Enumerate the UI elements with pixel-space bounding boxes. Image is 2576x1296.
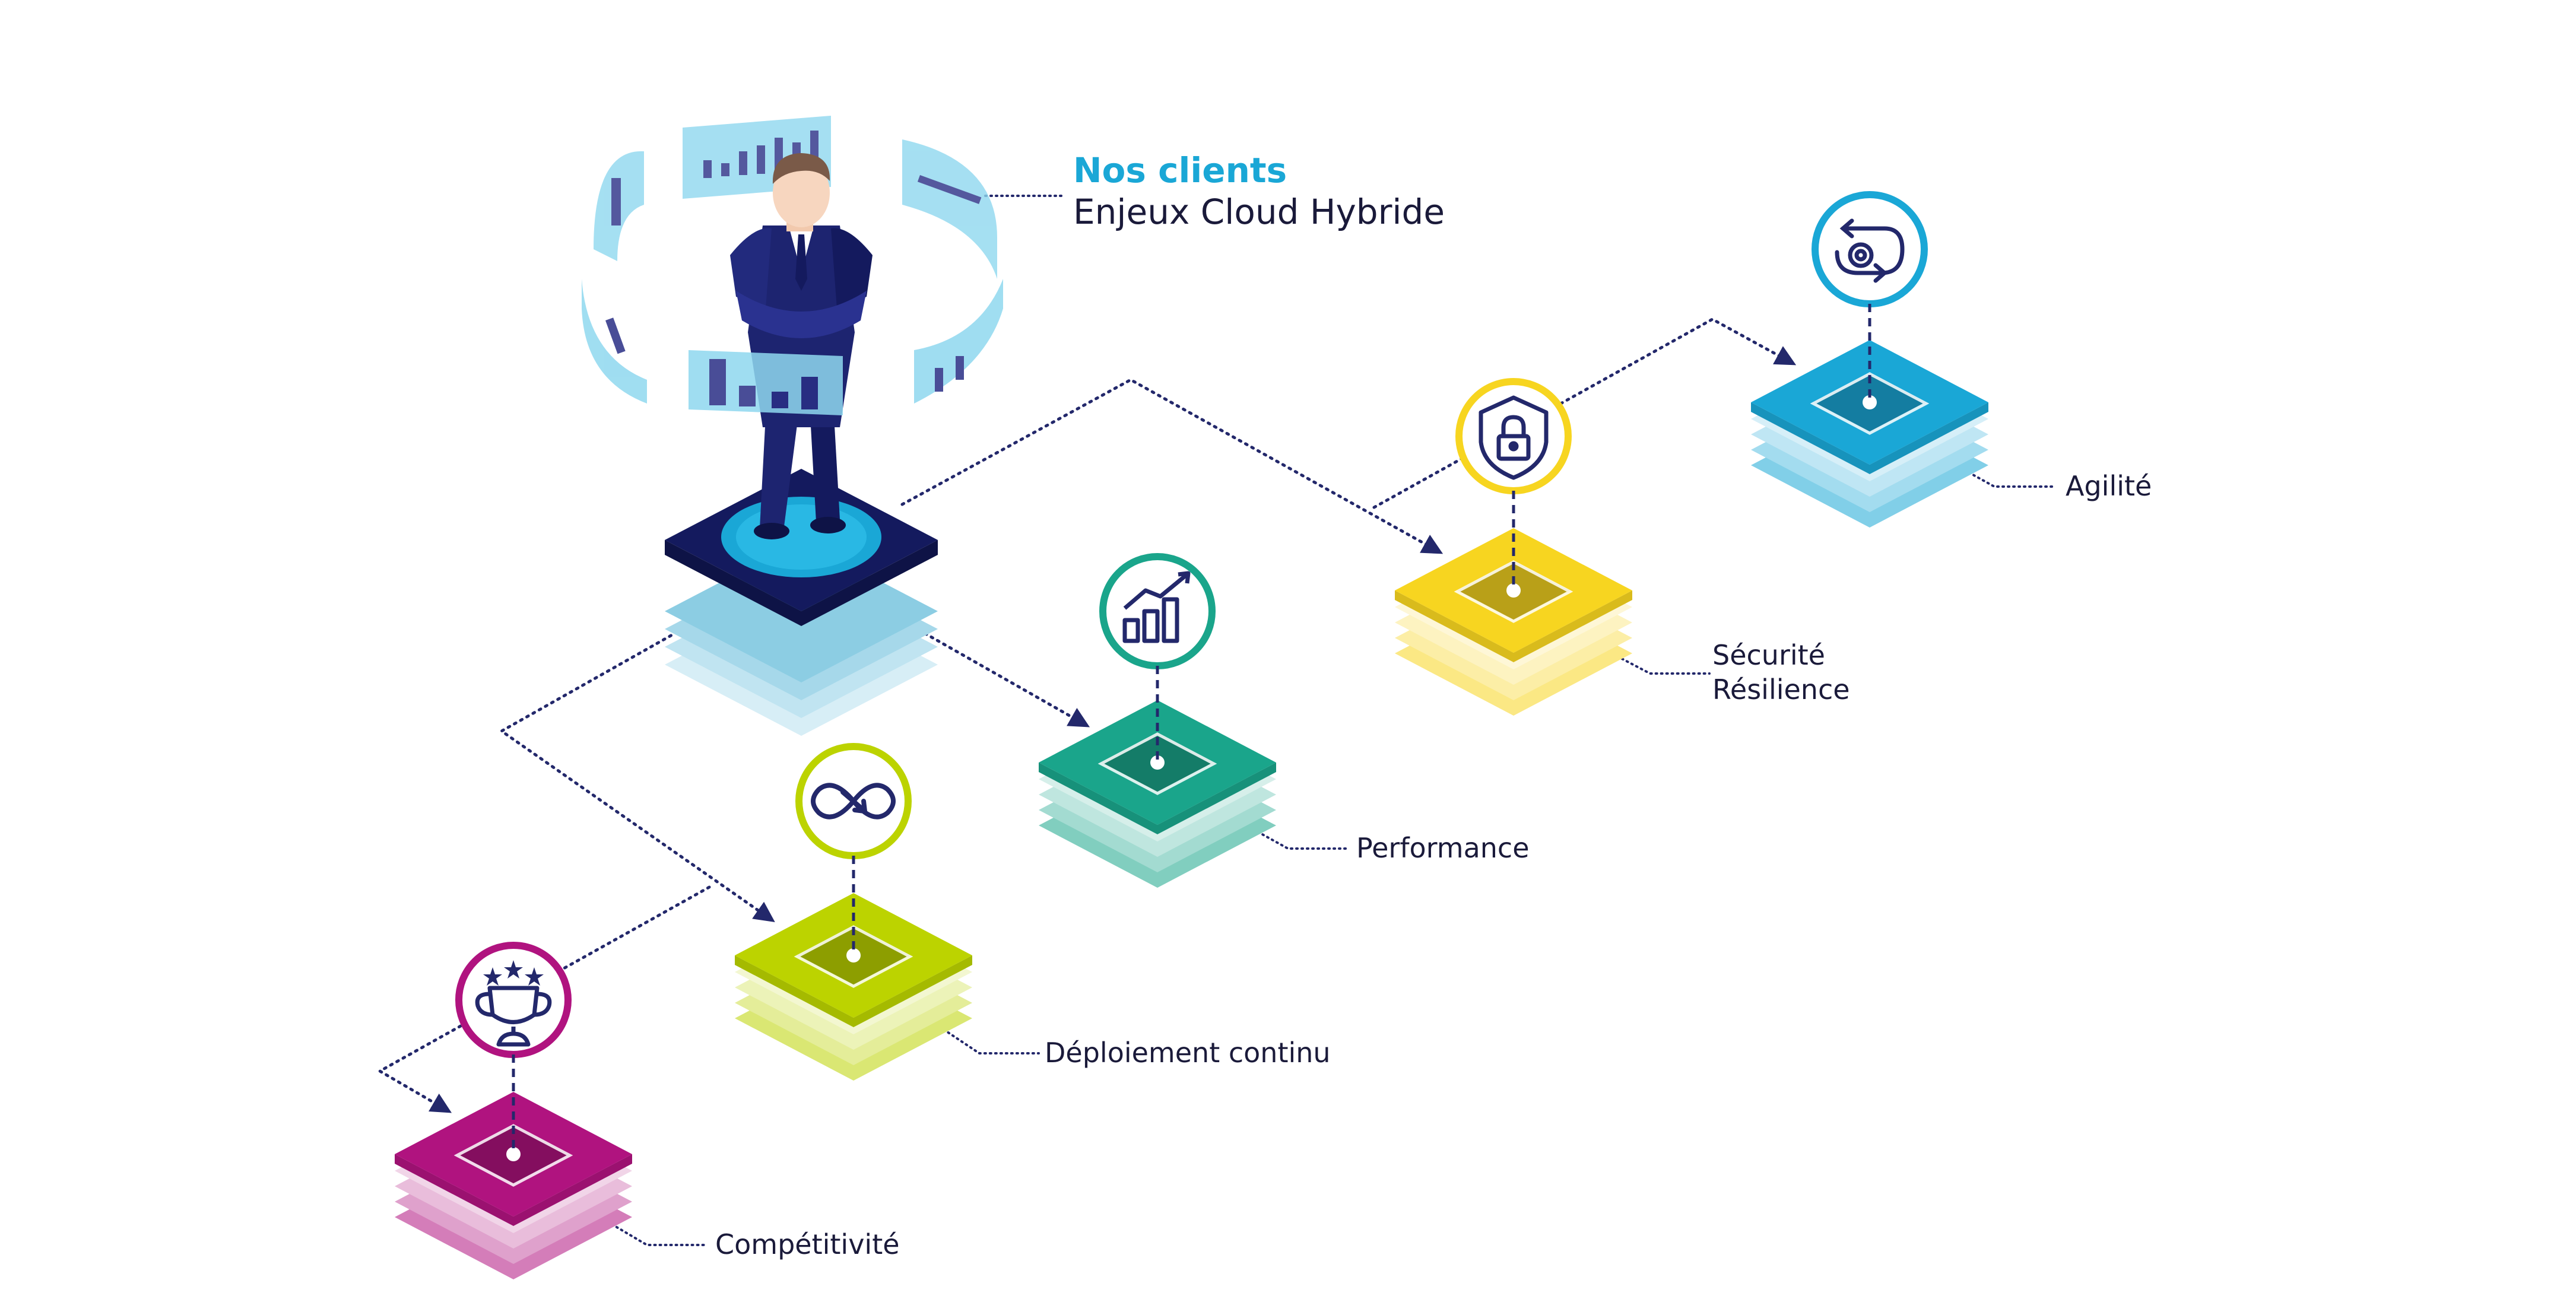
connector-hub-to-performance — [874, 603, 1090, 728]
nodes-layer — [395, 340, 1988, 1279]
hub-platform — [665, 469, 938, 736]
performance-badge — [1099, 553, 1216, 760]
agilite-badge — [1812, 191, 1928, 398]
node-stack-securite — [1395, 528, 1632, 716]
connectors — [376, 317, 1797, 1113]
header-subtitle: Enjeux Cloud Hybride — [1073, 192, 1445, 232]
node-stack-deploiement — [735, 893, 972, 1081]
stack-center-dot — [1150, 755, 1165, 770]
connector-securite-to-agilite — [1372, 317, 1797, 509]
trophy-icon — [475, 986, 552, 1047]
connector-hub-to-deploiement — [499, 599, 775, 923]
label-competitivite: Compétitivité — [715, 1228, 900, 1260]
hologram-ring-front — [582, 279, 1003, 415]
stack-center-dot — [1863, 395, 1877, 409]
label-resilience: Résilience — [1712, 674, 1850, 706]
header-title: Nos clients — [1073, 150, 1287, 190]
stack-center-dot — [846, 948, 861, 963]
node-stack-performance — [1039, 700, 1276, 888]
icon-badges — [455, 191, 1928, 1148]
connector-deploiement-to-competitivite — [376, 885, 711, 1113]
deploiement-badge — [795, 743, 912, 955]
stack-center-dot — [506, 1147, 521, 1161]
label-agilite: Agilité — [2066, 470, 2152, 502]
stack-recess-outline — [1097, 732, 1217, 795]
competitivite-badge — [455, 942, 572, 1148]
connector-hub-to-securite — [900, 378, 1444, 554]
label-performance: Performance — [1356, 832, 1530, 864]
stars-icon — [483, 960, 544, 986]
securite-badge — [1455, 378, 1572, 587]
stack-recess-outline — [794, 925, 913, 988]
stack-recess-outline — [1454, 560, 1573, 623]
stack-recess-outline — [1810, 372, 1930, 435]
shield-lock-icon — [1479, 395, 1549, 480]
gear-cycle-icon — [1835, 218, 1905, 283]
node-stack-agilite — [1751, 340, 1988, 528]
stack-center-dot — [1506, 583, 1521, 598]
infinity-loop-icon — [811, 783, 896, 819]
node-stack-competitivite — [395, 1092, 632, 1279]
label-securite: Sécurité — [1712, 639, 1825, 671]
label-deploiement: Déploiement continu — [1045, 1037, 1331, 1069]
stack-recess-outline — [453, 1124, 573, 1187]
bar-chart-growth-icon — [1122, 571, 1191, 643]
